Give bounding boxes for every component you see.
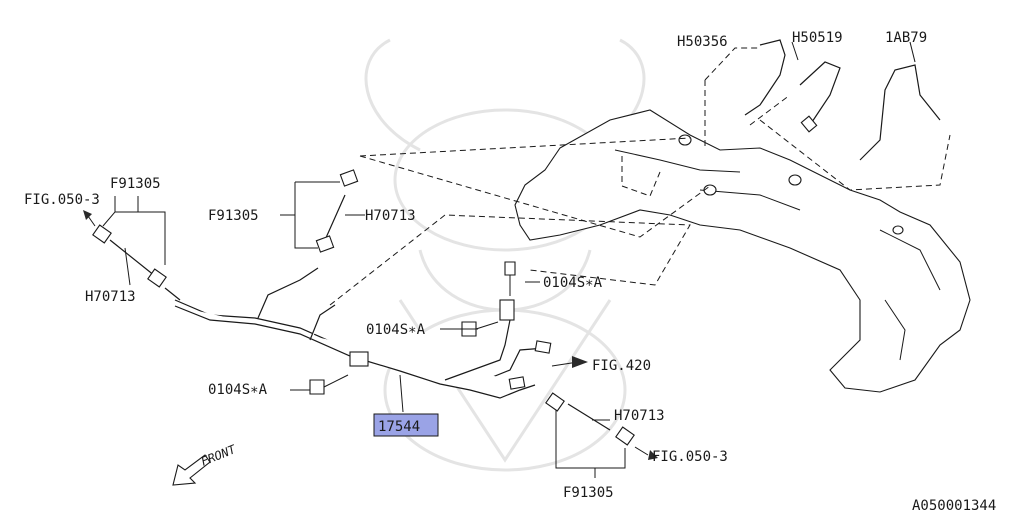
label-f91305-top-left[interactable]: F91305 xyxy=(110,176,161,192)
pipe-assembly-17544 xyxy=(174,267,552,399)
front-arrow xyxy=(172,454,211,486)
label-h70713-left[interactable]: H70713 xyxy=(85,289,136,305)
label-bolt-lower[interactable]: 0104S∗A xyxy=(208,382,268,398)
label-brackets xyxy=(102,41,916,478)
label-fig-050-3-left[interactable]: FIG.050-3 xyxy=(24,192,100,208)
label-bolt-mid[interactable]: 0104S∗A xyxy=(366,322,426,338)
label-h70713-mid[interactable]: H70713 xyxy=(365,208,416,224)
label-f91305-mid[interactable]: F91305 xyxy=(208,208,259,224)
label-h50519[interactable]: H50519 xyxy=(792,30,843,46)
pipe-bracket-upper xyxy=(499,299,515,321)
label-h70713-right[interactable]: H70713 xyxy=(614,408,665,424)
arrow-head-left xyxy=(83,210,92,220)
diagram-code: A050001344 xyxy=(912,498,996,512)
label-h50356[interactable]: H50356 xyxy=(677,34,728,50)
label-part-17544[interactable]: 17544 xyxy=(378,419,420,435)
label-1ab79[interactable]: 1AB79 xyxy=(885,30,927,46)
label-fig-050-3-right[interactable]: FIG.050-3 xyxy=(652,449,728,465)
watermark-emblem xyxy=(364,38,646,472)
left-hose-clamp-group xyxy=(83,210,181,301)
lower-right-hose-group xyxy=(545,356,658,460)
label-fig-420[interactable]: FIG.420 xyxy=(592,358,651,374)
pipe-bracket-lower xyxy=(349,351,369,367)
mid-hose-clamp-group xyxy=(315,169,359,253)
intake-manifold xyxy=(514,109,971,393)
label-f91305-bottom[interactable]: F91305 xyxy=(563,485,614,501)
top-hoses xyxy=(744,39,941,161)
label-bolt-upper[interactable]: 0104S∗A xyxy=(543,275,603,291)
dashed-leaders xyxy=(329,47,951,306)
label-front: FRONT xyxy=(199,442,238,469)
part-17544-highlight[interactable] xyxy=(373,413,439,437)
arrow-head-fig420 xyxy=(572,356,588,368)
arrow-head-right xyxy=(648,450,658,460)
